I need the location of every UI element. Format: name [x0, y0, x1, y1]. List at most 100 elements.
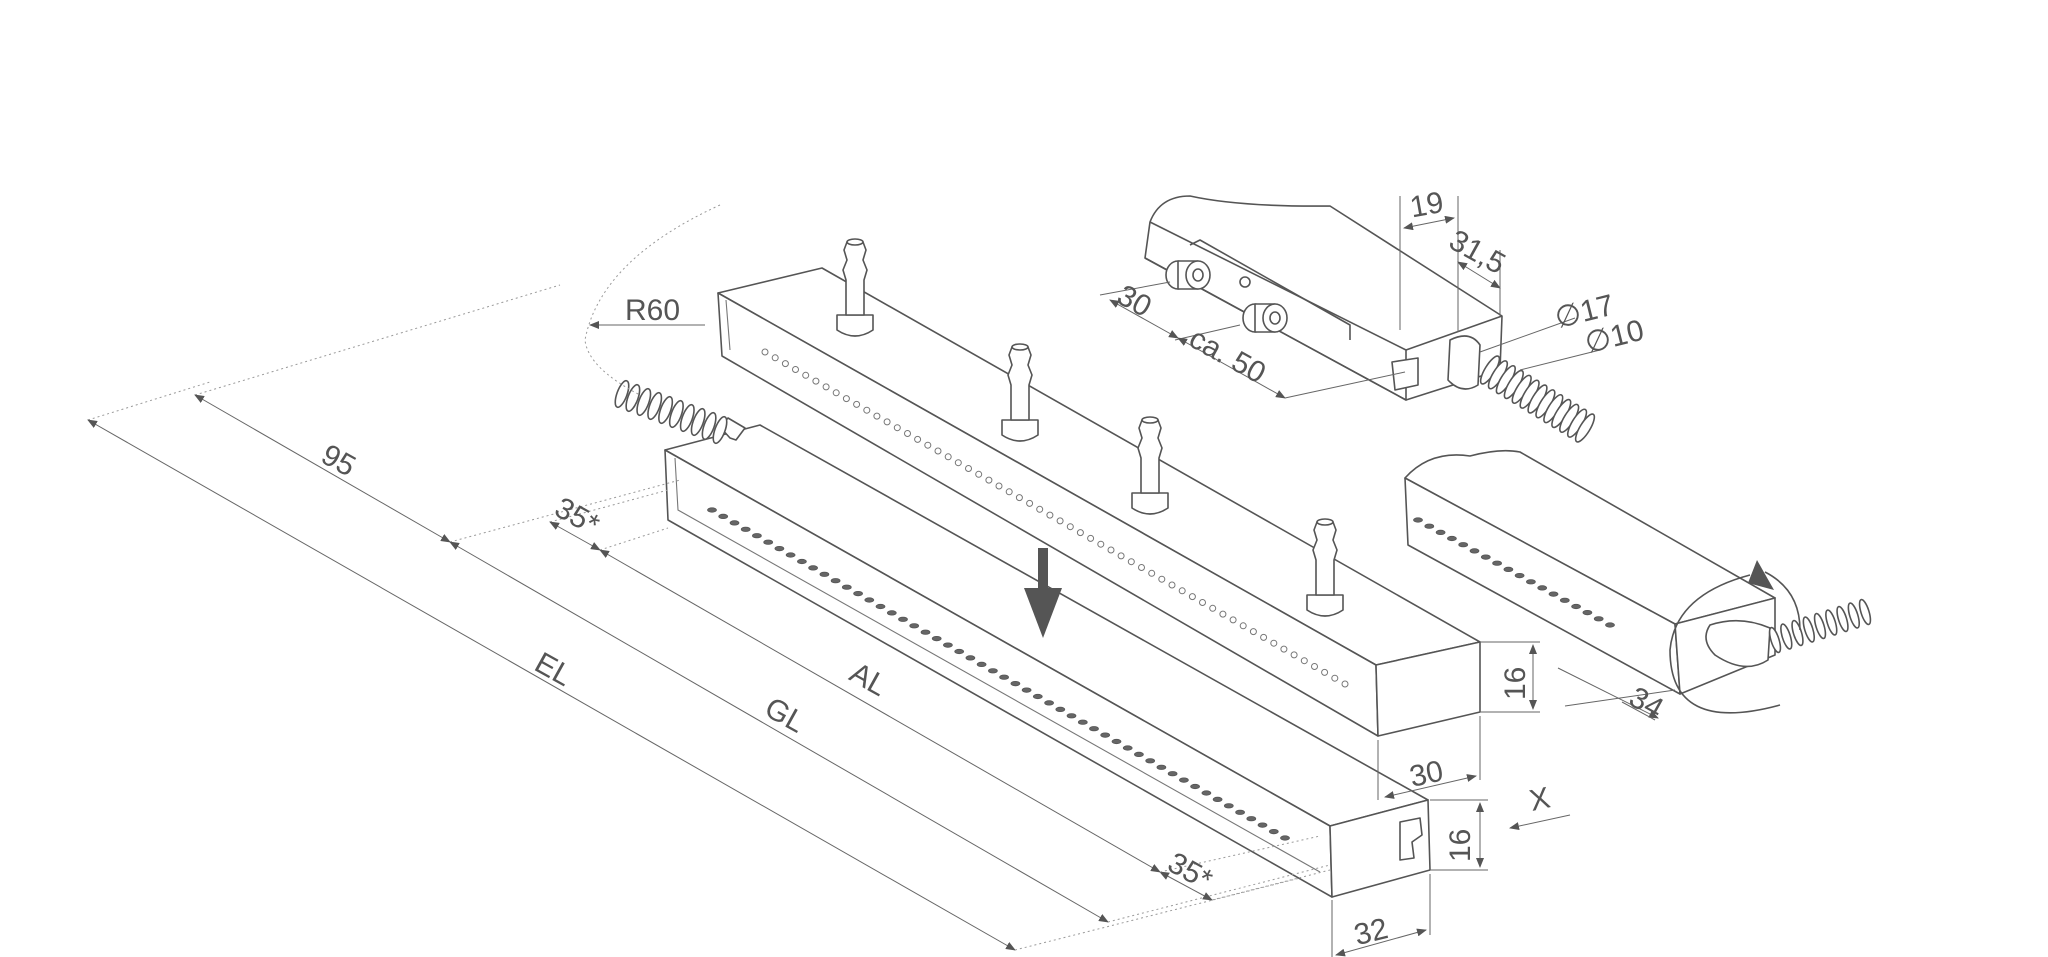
hose-coil-ring [1791, 619, 1804, 647]
nozzle-hole [1056, 517, 1064, 525]
nozzle-hole [875, 603, 886, 610]
hose-coil-ring [614, 379, 630, 409]
nozzle-hole [943, 642, 953, 648]
nozzle-hole [1201, 790, 1212, 796]
nozzle-hole [841, 584, 852, 590]
nozzle-hole [1270, 639, 1278, 647]
nozzle-hole [1179, 777, 1189, 783]
nozzle-hole [740, 526, 751, 532]
nozzle-hole [1087, 534, 1095, 542]
nozzle-hole [1548, 591, 1559, 597]
nozzle-hole [792, 366, 799, 373]
dim-95: 95 [316, 438, 361, 483]
nozzle-hole [1089, 726, 1099, 732]
nozzle-hole [1212, 796, 1223, 803]
hose-barb-fitting-3 [1131, 416, 1169, 515]
nozzle-hole [1424, 523, 1435, 529]
end-piece-nozzle-holes [1413, 517, 1615, 628]
nozzle-hole [1321, 668, 1329, 676]
nozzle-hole [1280, 835, 1290, 841]
hose-coil-ring [625, 383, 641, 413]
nozzle-hole [1514, 572, 1525, 579]
nozzle-hole [1046, 511, 1054, 519]
nozzle-hole [1260, 633, 1268, 641]
nozzle-hole [752, 533, 762, 539]
nozzle-hole [1168, 581, 1176, 589]
nozzle-hole [1300, 657, 1308, 665]
nozzle-hole [1122, 745, 1133, 751]
nozzle-hole [954, 648, 965, 655]
hose-coil-ring [1574, 413, 1596, 443]
dim-x: X [1527, 781, 1553, 817]
nozzle-hole [1188, 593, 1196, 601]
nozzle-hole [718, 513, 729, 520]
swivel-elbow-fitting [1705, 598, 1872, 668]
dim-gl: GL [759, 691, 810, 739]
dim-r60: R60 [625, 294, 680, 327]
nozzle-hole [808, 565, 818, 571]
nozzle-hole [842, 395, 850, 403]
nozzle-hole [1480, 554, 1491, 560]
hose-coil-ring [1836, 605, 1849, 633]
nozzle-hole [988, 668, 998, 674]
nozzle-hole [1268, 828, 1279, 835]
nozzle-hole [1167, 771, 1178, 777]
nozzle-hole [864, 597, 875, 603]
socket-head-screw-1 [1165, 260, 1211, 290]
nozzle-hole [1055, 706, 1066, 713]
mounting-bracket [1144, 195, 1503, 401]
dimension-lines [87, 196, 1676, 957]
dim-al: AL [844, 656, 892, 703]
nozzle-hole [819, 571, 830, 577]
nozzle-hole [1209, 604, 1217, 612]
nozzle-hole [1458, 542, 1469, 548]
nozzle-hole [1190, 783, 1200, 790]
nozzle-hole [1066, 523, 1074, 531]
socket-head-screw-2 [1242, 303, 1288, 333]
nozzle-hole [976, 661, 987, 668]
nozzle-hole [1582, 609, 1593, 616]
nozzle-hole [920, 629, 931, 635]
dim-16-lower: 16 [1444, 829, 1477, 862]
dim-30-width: 30 [1407, 755, 1447, 794]
hose-coil-ring [636, 387, 652, 417]
hose-barb-fitting-4 [1306, 518, 1344, 617]
nozzle-hole [873, 412, 881, 420]
upper-air-bar [717, 267, 1481, 737]
dim-el: EL [529, 646, 577, 693]
hose-coil-ring [1802, 616, 1816, 643]
nozzle-hole [1229, 616, 1237, 624]
nozzle-hole [1537, 585, 1548, 591]
nozzle-hole [1026, 499, 1034, 507]
nozzle-hole [707, 507, 717, 513]
nozzle-hole [1066, 713, 1077, 719]
hose-coil-ring [1825, 609, 1838, 636]
nozzle-hole [1021, 687, 1032, 693]
hose-coil-ring [647, 391, 663, 421]
nozzle-hole [1435, 529, 1446, 536]
nozzle-hole [1100, 732, 1111, 738]
nozzle-hole [1311, 663, 1318, 670]
nozzle-hole [785, 552, 796, 558]
nozzle-hole [1413, 517, 1423, 523]
nozzle-hole [1447, 535, 1457, 542]
nozzle-hole [1280, 645, 1288, 653]
nozzle-hole [931, 635, 942, 642]
nozzle-hole [1571, 603, 1581, 610]
nozzle-hole [1331, 674, 1339, 682]
nozzle-hole [830, 578, 841, 584]
nozzle-hole [1044, 700, 1054, 706]
nozzle-hole [999, 674, 1009, 680]
nozzle-hole [774, 545, 785, 552]
nozzle-hole [832, 389, 840, 397]
hose-coil-ring [1858, 598, 1872, 626]
hose-coil-ring [1768, 626, 1782, 654]
end-piece-bar [1404, 449, 1872, 714]
nozzle-hole [761, 348, 769, 356]
hose-coil-ring [1813, 612, 1827, 640]
nozzle-hole [1036, 505, 1044, 513]
nozzle-hole [1134, 751, 1144, 758]
bracket-hose-connector [1447, 335, 1596, 443]
nozzle-hole [1077, 719, 1088, 725]
